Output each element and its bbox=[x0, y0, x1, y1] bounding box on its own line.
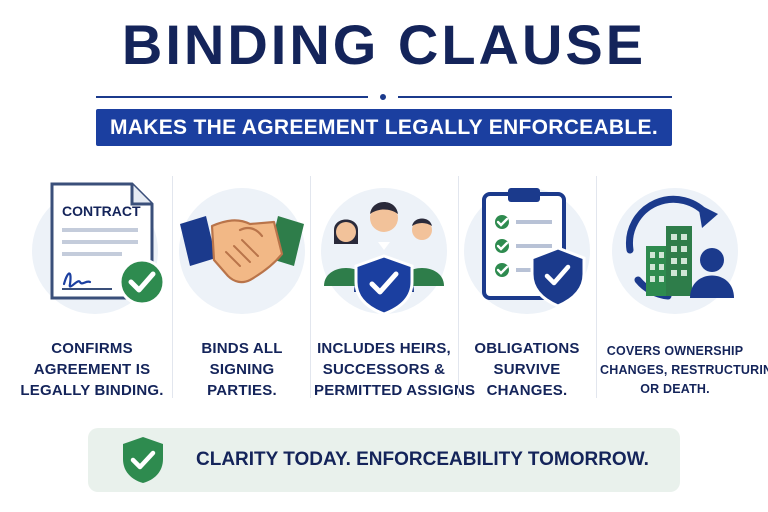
feature-text-line: CHANGES. bbox=[486, 382, 568, 399]
feature-text-line: OR DEATH. bbox=[640, 382, 710, 396]
feature-text: CONFIRMS AGREEMENT IS LEGALLY BINDING. bbox=[18, 338, 166, 401]
feature-column-survive: OBLIGATIONS SURVIVE CHANGES. bbox=[462, 176, 592, 426]
feature-column-confirms: CONTRACT CONFIRMS AGREEMENT IS LEGALLY B… bbox=[18, 176, 166, 426]
feature-text: COVERS OWNERSHIP CHANGES, RESTRUCTURING … bbox=[600, 342, 768, 399]
feature-text-line: SUCCESSORS & bbox=[322, 361, 446, 378]
people-shield-icon bbox=[324, 202, 444, 316]
handshake-icon bbox=[180, 216, 304, 284]
shield-check-icon bbox=[123, 437, 163, 483]
title-divider-left bbox=[96, 96, 368, 98]
contract-label: CONTRACT bbox=[62, 203, 141, 219]
column-separator bbox=[458, 176, 459, 398]
page-title: BINDING CLAUSE bbox=[121, 13, 647, 76]
feature-text-line: BINDS ALL bbox=[201, 340, 283, 357]
feature-column-covers: COVERS OWNERSHIP CHANGES, RESTRUCTURING … bbox=[600, 176, 768, 426]
column-separator bbox=[310, 176, 311, 398]
feature-text-line: OBLIGATIONS bbox=[474, 340, 580, 357]
feature-text: OBLIGATIONS SURVIVE CHANGES. bbox=[462, 338, 592, 401]
feature-column-binds: BINDS ALL SIGNING PARTIES. bbox=[176, 176, 308, 426]
contract-document-icon: CONTRACT bbox=[50, 182, 166, 306]
feature-text: INCLUDES HEIRS, SUCCESSORS & PERMITTED A… bbox=[314, 338, 476, 401]
title-divider-dot bbox=[380, 94, 386, 100]
footer-tagline: CLARITY TODAY. ENFORCEABILITY TOMORROW. bbox=[196, 449, 649, 470]
building-cycle-icon bbox=[626, 195, 734, 300]
feature-text-line: COVERS OWNERSHIP bbox=[606, 344, 744, 358]
column-separator bbox=[596, 176, 597, 398]
footer-banner: CLARITY TODAY. ENFORCEABILITY TOMORROW. bbox=[88, 428, 680, 492]
title-divider-right bbox=[398, 96, 672, 98]
feature-text-line: SIGNING bbox=[209, 361, 275, 378]
column-separator bbox=[172, 176, 173, 398]
feature-text-line: PARTIES. bbox=[207, 382, 277, 399]
feature-text-line: AGREEMENT IS bbox=[33, 361, 151, 378]
feature-column-heirs: INCLUDES HEIRS, SUCCESSORS & PERMITTED A… bbox=[314, 176, 476, 426]
feature-text-line: LEGALLY BINDING. bbox=[20, 382, 164, 399]
feature-text-line: INCLUDES HEIRS, bbox=[317, 340, 451, 357]
feature-text-line: CONFIRMS bbox=[51, 340, 133, 357]
subtitle-banner: MAKES THE AGREEMENT LEGALLY ENFORCEABLE. bbox=[96, 109, 672, 146]
clipboard-shield-icon bbox=[482, 188, 586, 308]
feature-text-line: SURVIVE bbox=[493, 361, 561, 378]
feature-text-line: PERMITTED ASSIGNS bbox=[314, 382, 476, 399]
feature-text-line: CHANGES, RESTRUCTURING bbox=[600, 363, 768, 377]
feature-text: BINDS ALL SIGNING PARTIES. bbox=[176, 338, 308, 401]
